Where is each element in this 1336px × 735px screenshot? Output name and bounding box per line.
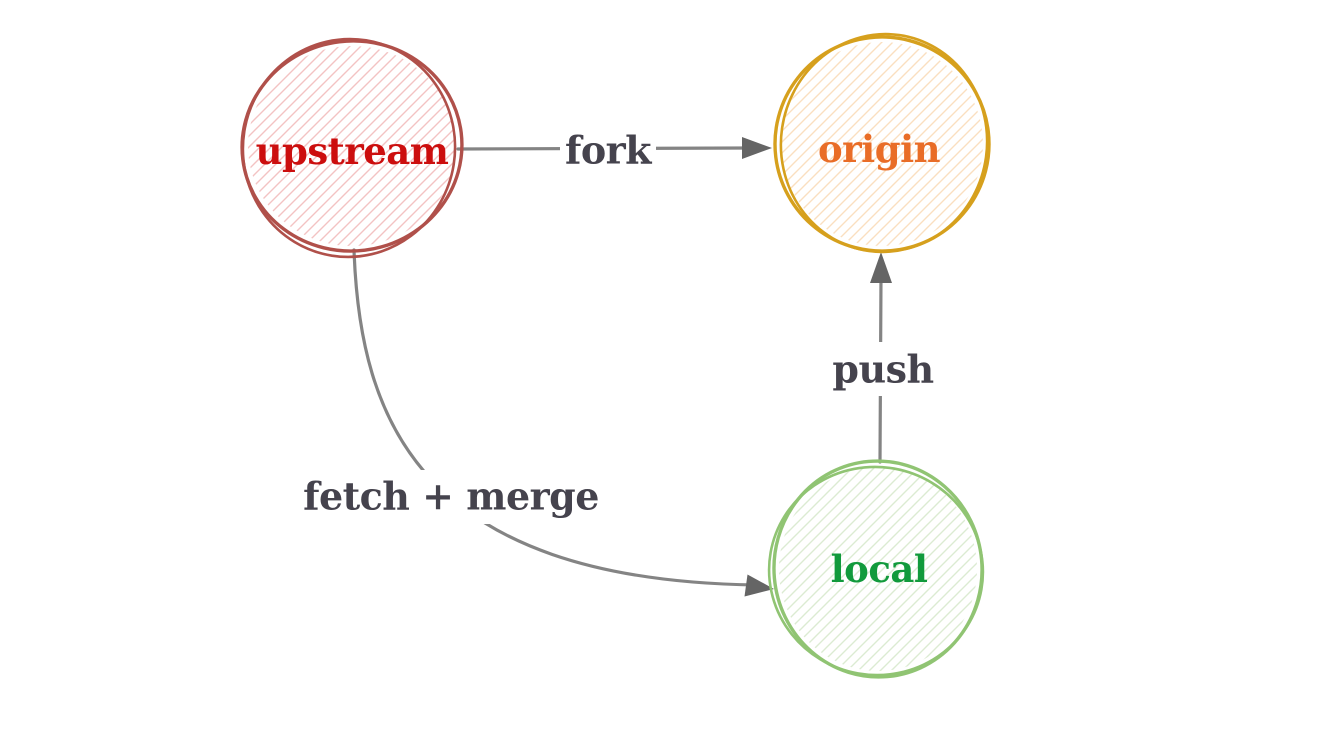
node-upstream: upstream — [240, 37, 464, 259]
origin-node-label: origin — [818, 127, 941, 171]
fork-arrowhead-icon — [742, 137, 772, 159]
fetch-merge-arrowhead-icon — [744, 574, 774, 597]
edge-fetch-merge — [352, 248, 774, 597]
edge-label-fork: fork — [560, 124, 656, 174]
push-label-backdrop — [832, 342, 934, 396]
fetch-merge-label-text: fetch + merge — [303, 474, 599, 519]
fork-label-backdrop — [560, 124, 656, 174]
push-label-text: push — [832, 347, 933, 392]
edge-label-fetch-merge: fetch + merge — [303, 470, 599, 524]
local-hatch-fill — [779, 467, 977, 671]
origin-hatch-fill — [781, 42, 983, 246]
fork-label-text: fork — [565, 128, 652, 173]
origin-circle-outline-2 — [779, 32, 989, 254]
push-arrowhead-icon — [870, 252, 892, 283]
fetch-merge-edge-curve — [352, 248, 758, 587]
local-node-label: local — [831, 547, 928, 591]
node-origin: origin — [773, 32, 991, 254]
fetch-merge-label-backdrop — [318, 470, 584, 524]
local-circle-outline-2 — [767, 465, 985, 677]
edge-label-push: push — [832, 342, 934, 396]
upstream-circle-outline-2 — [241, 37, 457, 259]
upstream-node-label: upstream — [256, 129, 449, 173]
upstream-hatch-fill — [248, 46, 456, 246]
node-local: local — [767, 459, 985, 679]
